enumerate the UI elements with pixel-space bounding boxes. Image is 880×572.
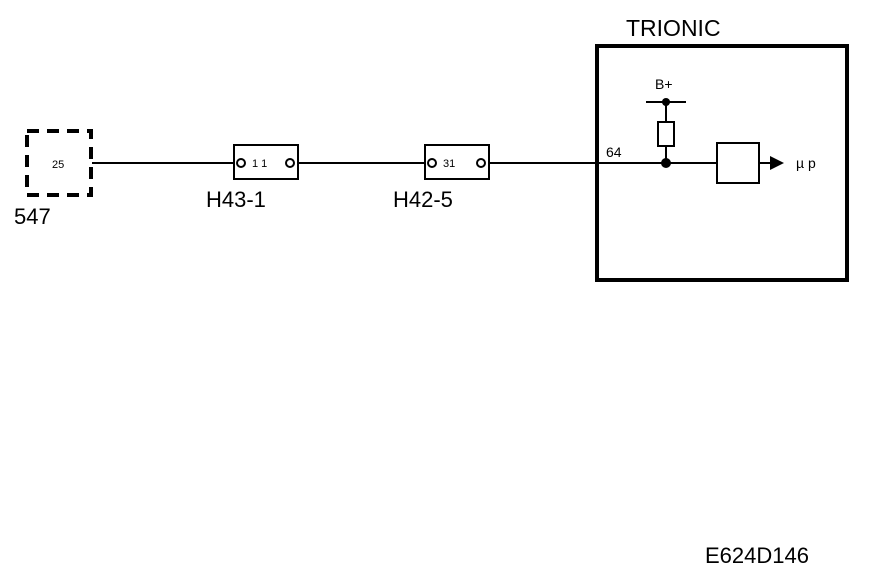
microprocessor-label: µ p [796,155,816,171]
input-buffer-box [716,142,760,184]
trionic-module-box [595,44,849,282]
connector-h42-5-pin: 31 [443,158,455,170]
connector-h42-5-label: H42-5 [393,187,453,212]
connector-h43-1-right-terminal [285,158,295,168]
connector-h43-1-label: H43-1 [206,187,266,212]
component-547-box [25,129,93,197]
component-id-label: 547 [14,204,51,229]
pull-up-resistor [657,121,675,147]
supply-label: B+ [655,76,673,92]
connector-h43-1-pin: 1 1 [252,158,267,170]
connector-h43-1-left-terminal [236,158,246,168]
drawing-reference: E624D146 [705,543,809,568]
connector-h42-5-left-terminal [427,158,437,168]
connector-h42-5-right-terminal [476,158,486,168]
output-arrow-icon [770,156,784,170]
module-pin-label: 64 [606,144,622,160]
trionic-title: TRIONIC [626,15,721,41]
component-pin-label: 25 [52,159,64,171]
